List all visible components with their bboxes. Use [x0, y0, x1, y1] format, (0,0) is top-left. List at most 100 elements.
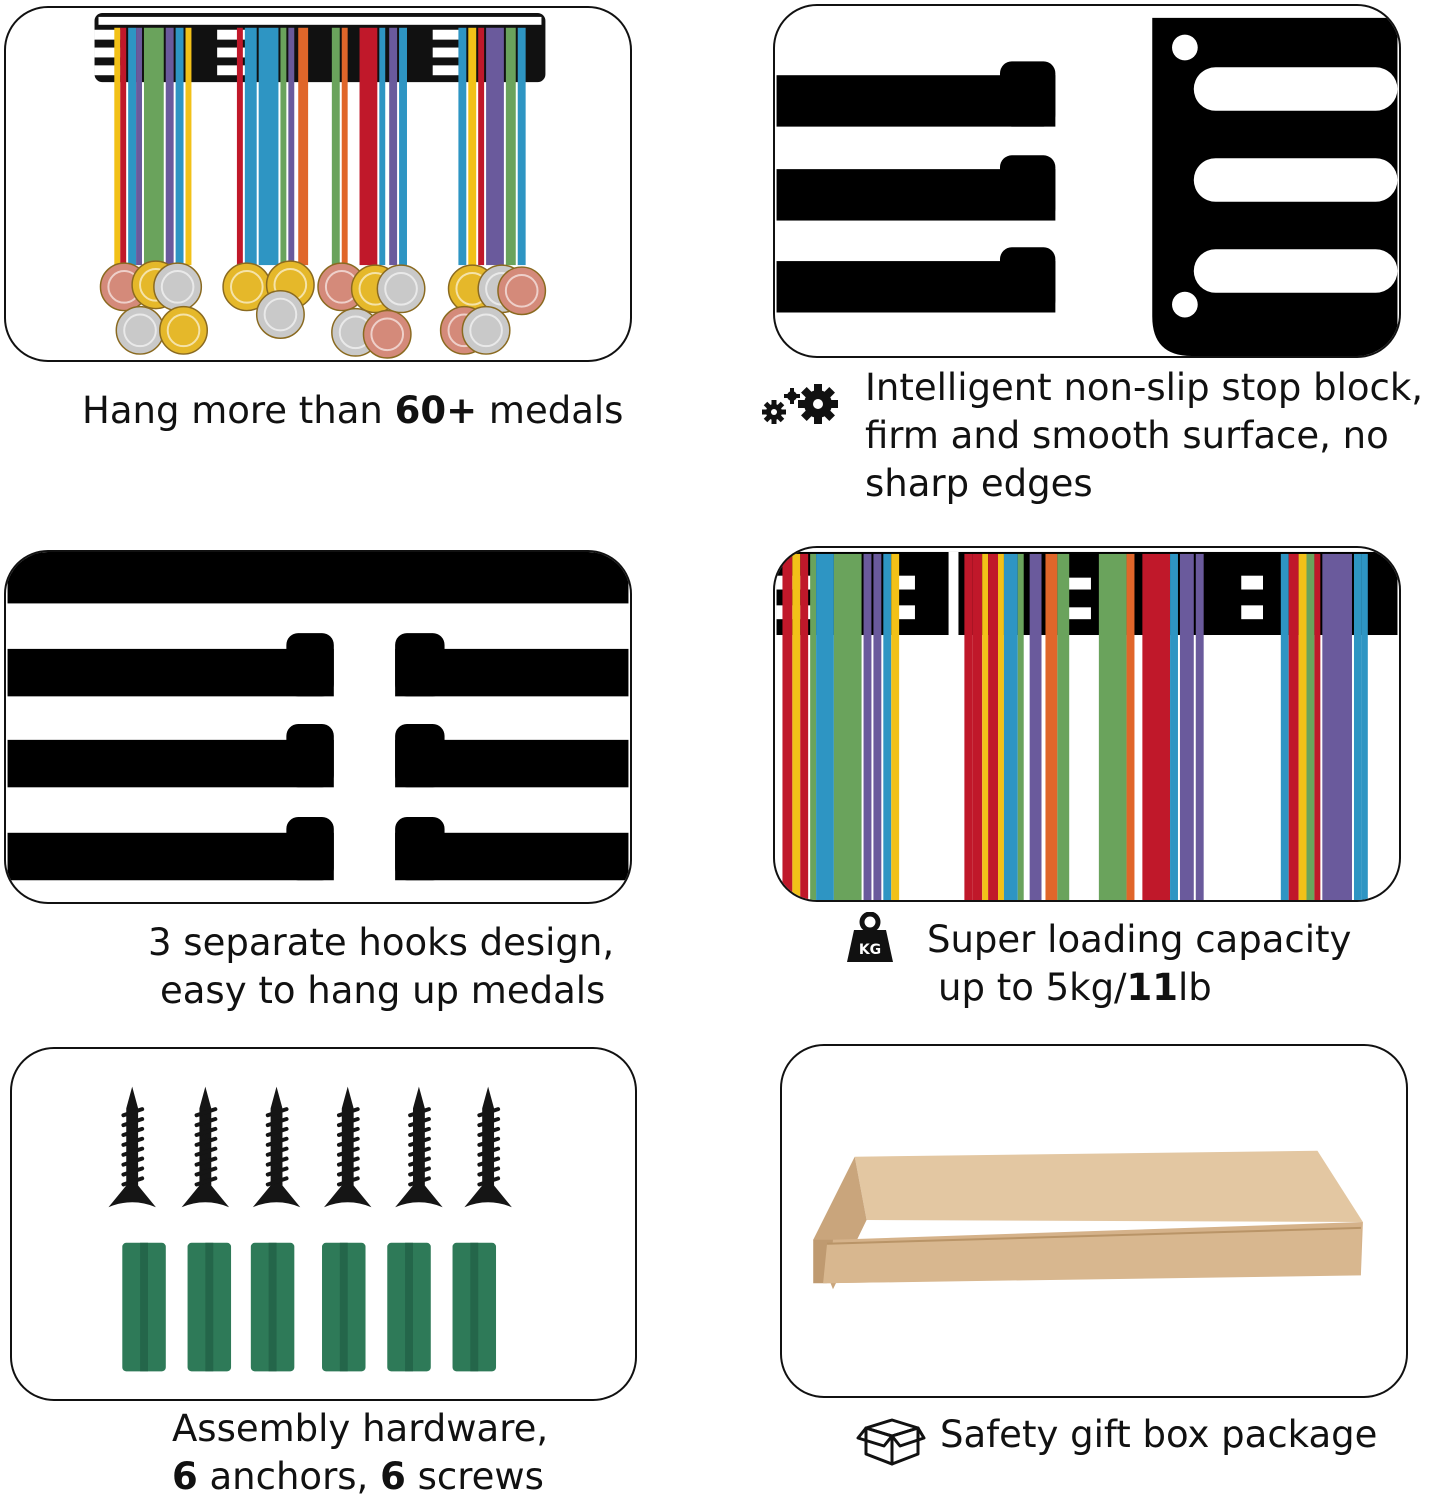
screw-thread	[408, 1136, 431, 1147]
screw-thread	[194, 1107, 218, 1118]
screw-thread	[336, 1156, 360, 1167]
screw-thread	[121, 1126, 145, 1137]
screw-thread	[265, 1117, 289, 1128]
ribbon	[792, 553, 801, 900]
gears-icon	[762, 382, 840, 426]
ribbon	[1179, 553, 1194, 900]
caption-stop-block: Intelligent non-slip stop block, firm an…	[865, 364, 1423, 508]
hardware-illustration	[108, 1086, 512, 1372]
caption-hardware-line2: 6 anchors, 6 screws	[172, 1453, 548, 1501]
ribbon	[1057, 553, 1070, 900]
ribbon	[883, 553, 892, 900]
caption-capacity-pre: up to 5kg/	[938, 966, 1127, 1009]
wall-anchor-groove	[405, 1242, 413, 1372]
screw-thread	[336, 1136, 360, 1147]
ribbon	[136, 27, 142, 266]
kg-weight-label: KG	[859, 942, 881, 958]
ribbon	[1045, 553, 1058, 900]
screw	[464, 1086, 512, 1208]
medal-ring	[123, 313, 157, 348]
screw-thread	[265, 1136, 289, 1147]
ribbons-illustration	[776, 551, 1398, 900]
screw-thread	[477, 1146, 501, 1157]
caption-hardware-screws: screws	[405, 1455, 544, 1498]
ribbon	[517, 27, 526, 266]
ribbon	[399, 27, 407, 266]
ribbon	[1170, 553, 1178, 900]
screw-thread	[408, 1107, 431, 1118]
ribbon	[258, 27, 279, 266]
screw-thread	[194, 1156, 218, 1167]
screw-thread	[408, 1166, 431, 1177]
ribbon	[458, 27, 467, 266]
caption-medals: Hang more than 60+ medals	[82, 387, 623, 435]
separate-hooks-closeup	[4, 550, 632, 904]
medal-ring	[160, 270, 195, 304]
screw-thread	[336, 1166, 360, 1177]
ribbon	[288, 27, 295, 266]
screw-thread	[477, 1126, 501, 1137]
stop-block-closeup	[773, 4, 1401, 358]
ribbon	[165, 27, 174, 266]
caption-hardware-line1: Assembly hardware,	[172, 1407, 549, 1450]
ribbon	[389, 27, 398, 266]
medal-ring	[263, 297, 298, 332]
wall-anchor-groove	[140, 1242, 149, 1372]
screw-thread	[121, 1156, 145, 1167]
caption-medals-count: 60+	[394, 389, 478, 432]
caption-capacity-bold: 11	[1126, 966, 1179, 1009]
ribbon	[486, 27, 504, 266]
medal-ring	[230, 270, 264, 304]
screw-thread	[336, 1146, 360, 1157]
screw	[181, 1086, 230, 1208]
caption-hooks: 3 separate hooks design, easy to hang up…	[148, 919, 614, 1015]
ribbon	[782, 553, 793, 900]
screw-thread	[194, 1117, 218, 1128]
ribbon	[468, 27, 477, 266]
screw-thread	[265, 1166, 289, 1177]
kg-weight-icon: KG	[846, 911, 894, 964]
screw-thread	[477, 1117, 501, 1128]
screw	[395, 1086, 443, 1208]
caption-capacity-line1: Super loading capacity	[927, 918, 1352, 961]
caption-hardware-screws-count: 6	[380, 1455, 406, 1498]
screw-thread	[121, 1146, 145, 1157]
screw-thread	[265, 1146, 289, 1157]
ribbon	[359, 27, 378, 266]
ribbon	[175, 27, 184, 266]
ribbon	[1098, 553, 1127, 900]
screw-thread	[265, 1126, 289, 1137]
ribbon	[800, 553, 809, 900]
ribbon	[1353, 553, 1362, 900]
ribbon	[1003, 553, 1018, 900]
stop-block-illustration	[776, 17, 1398, 356]
screw-thread	[194, 1126, 218, 1137]
gift-box-icon	[856, 1410, 926, 1466]
wall-anchor-groove	[268, 1242, 277, 1372]
ribbon	[331, 27, 340, 266]
screw-thread	[194, 1146, 218, 1157]
box-illustration	[813, 1150, 1363, 1290]
gift-box-photo	[780, 1044, 1408, 1398]
screw-thread	[121, 1166, 145, 1177]
screw-thread	[477, 1156, 501, 1167]
wall-anchor-groove	[470, 1242, 479, 1372]
hooks-illustration	[7, 552, 629, 881]
ribbon	[1126, 553, 1135, 900]
ribbon	[1017, 553, 1024, 900]
ribbon	[379, 27, 386, 266]
caption-hardware-anchors: anchors,	[197, 1455, 381, 1498]
medal-ring	[469, 313, 503, 348]
wall-anchor-groove	[205, 1242, 214, 1372]
screw-thread	[121, 1117, 145, 1128]
caption-package-text: Safety gift box package	[940, 1413, 1378, 1456]
screw-thread	[477, 1176, 501, 1187]
screw-thread	[336, 1117, 360, 1128]
caption-capacity-post: lb	[1178, 966, 1212, 1009]
wall-anchor-groove	[339, 1242, 348, 1372]
ribbon	[964, 553, 973, 900]
caption-package: Safety gift box package	[940, 1411, 1377, 1459]
ribbon	[1195, 553, 1204, 900]
screw-thread	[121, 1176, 145, 1187]
assembly-hardware-photo	[10, 1047, 637, 1401]
